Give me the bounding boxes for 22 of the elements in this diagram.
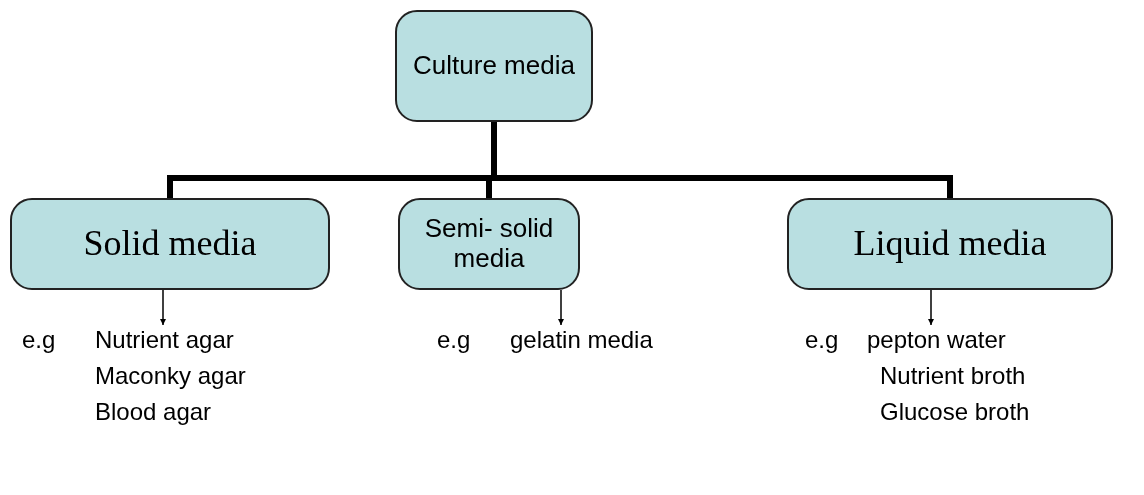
arrow [558, 289, 564, 326]
example-item: Nutrient broth [880, 362, 1026, 390]
box-label: Liquid media [853, 223, 1047, 265]
example-item: Glucose broth [880, 398, 1030, 426]
box-label: Solid media [83, 223, 257, 265]
box-label: Semi- solid media [423, 214, 555, 274]
example-prefix: e.g [22, 326, 56, 354]
category-box [10, 198, 330, 290]
box-label: Culture media [413, 51, 575, 81]
example-item: Maconky agar [95, 362, 246, 390]
example-prefix: e.g [437, 326, 471, 354]
category-box [787, 198, 1113, 290]
example-item: Blood agar [95, 398, 212, 426]
example-item: gelatin media [510, 326, 653, 354]
connector-line [491, 122, 953, 198]
arrow [928, 289, 934, 326]
example-item: pepton water [867, 326, 1006, 354]
category-box [395, 10, 593, 122]
example-prefix: e.g [805, 326, 839, 354]
arrow [160, 289, 166, 326]
category-box [398, 198, 580, 290]
example-item: Nutrient agar [95, 326, 234, 354]
